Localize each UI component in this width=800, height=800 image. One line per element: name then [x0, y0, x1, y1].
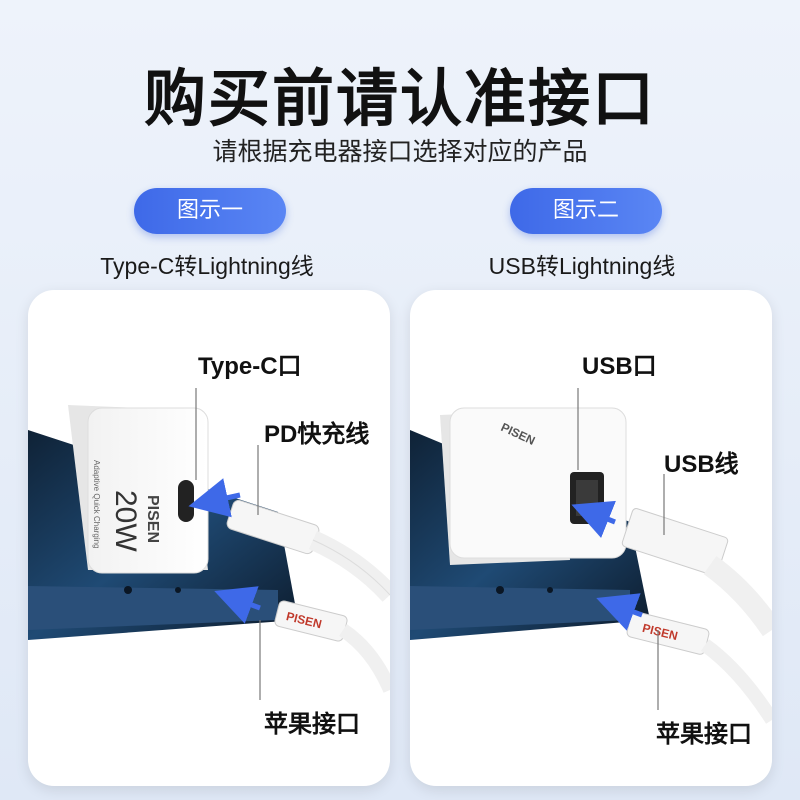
option-two-badge: 图示二	[510, 188, 662, 234]
charger-20w: 20W PISEN Adaptive Quick Charging	[68, 405, 209, 574]
page-title: 购买前请认准接口	[143, 62, 656, 135]
option-one-card: 20W PISEN Adaptive Quick Charging PISEN …	[28, 290, 390, 786]
apple-port-label: 苹果接口	[264, 711, 360, 738]
svg-text:Adaptive Quick Charging: Adaptive Quick Charging	[92, 460, 101, 549]
page-subtitle: 请根据充电器接口选择对应的产品	[212, 137, 588, 166]
usb-cable	[621, 508, 772, 637]
option-two-caption: USB转Lightning线	[488, 253, 676, 279]
option-one-caption: Type-C转Lightning线	[100, 253, 314, 279]
type-c-charger-illustration: 20W PISEN Adaptive Quick Charging PISEN	[28, 388, 390, 700]
usb-port-label: USB口	[582, 353, 657, 380]
svg-text:PISEN: PISEN	[144, 495, 161, 543]
type-c-cable	[226, 499, 390, 602]
option-one-badge: 图示一	[134, 188, 286, 234]
arrow-to-type-c-port	[188, 478, 241, 518]
apple-port-label: 苹果接口	[656, 721, 752, 748]
arrow-to-lightning-port	[596, 593, 643, 631]
usb-cable-label: USB线	[664, 451, 739, 478]
type-c-port-label: Type-C口	[198, 353, 302, 380]
option-two-card: PISEN PISEN USB口 USB线 苹果接口	[410, 290, 772, 786]
lightning-cable: PISEN	[274, 600, 390, 693]
arrow-to-usb-port	[571, 500, 616, 538]
arrow-to-lightning-port	[214, 586, 261, 624]
charger-wattage: 20W	[109, 490, 142, 552]
lightning-cable: PISEN	[626, 611, 772, 724]
pd-cable-label: PD快充线	[264, 421, 370, 448]
usb-charger: PISEN	[440, 407, 627, 565]
usb-charger-illustration: PISEN PISEN	[410, 388, 772, 724]
